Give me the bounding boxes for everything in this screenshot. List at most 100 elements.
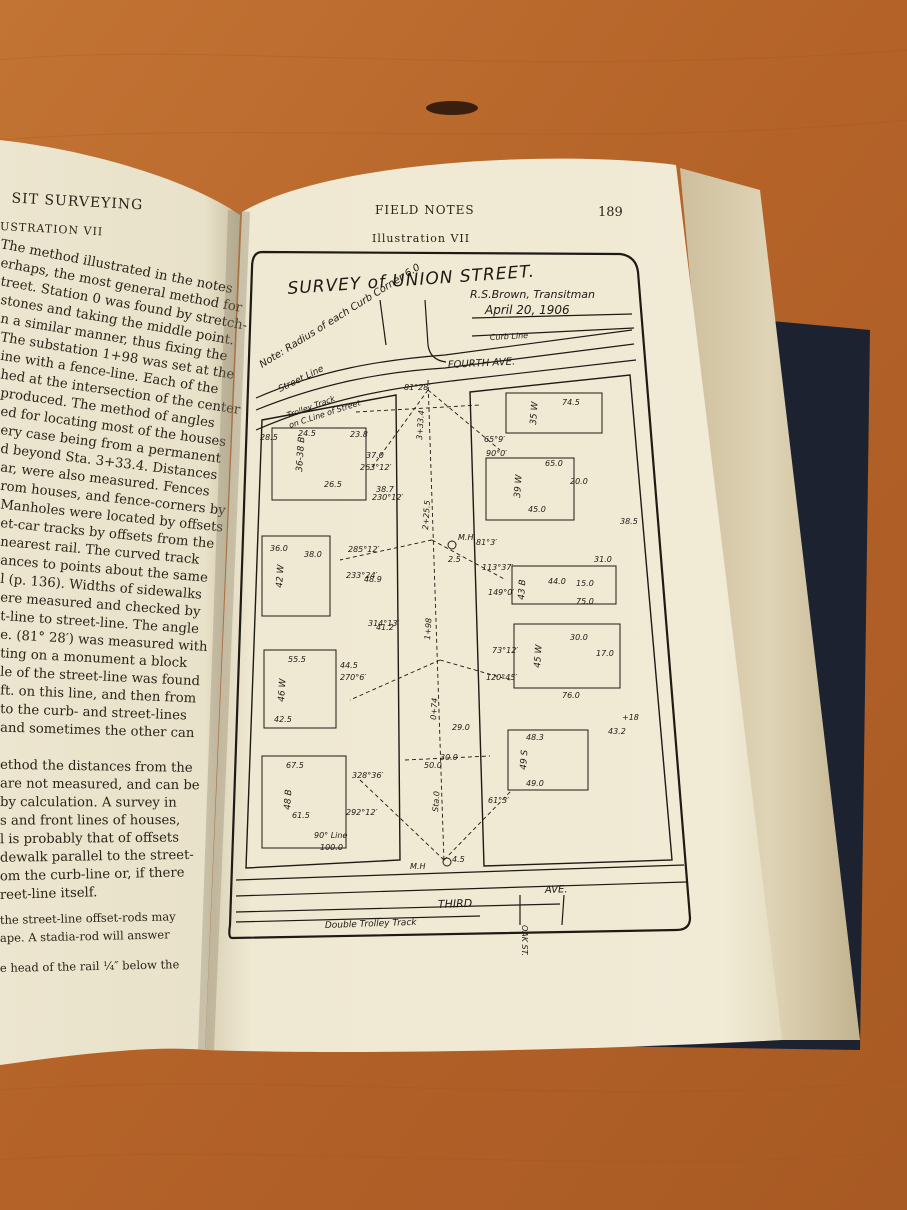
- plan-house-labels: 35 W39 W43 B45 W49 S42 W46 W48 B36-38 B: [275, 400, 545, 810]
- dimension-label: 50.0: [424, 761, 442, 770]
- dimension-label: 30.0: [440, 753, 458, 762]
- dimension-label: 30.0: [570, 633, 588, 642]
- street-label: FOURTH AVE.: [448, 356, 516, 371]
- angle-label: 113°37′: [482, 563, 513, 572]
- right-page: [205, 158, 782, 1052]
- house-label: 46 W: [277, 677, 289, 702]
- dimension-label: 75.0: [576, 597, 594, 606]
- angle-label: 90°0′: [486, 449, 507, 458]
- dimension-label: 43.2: [608, 727, 626, 736]
- house-label: 45 W: [533, 643, 545, 668]
- left-body-line: by calculation. A survey in: [0, 795, 177, 811]
- left-body-line: s and front lines of houses,: [0, 813, 180, 829]
- house-label: 39 W: [513, 473, 525, 498]
- plan-label: Sta.0: [431, 791, 441, 812]
- house-label: 49 S: [519, 749, 530, 770]
- dimension-label: 23.8: [350, 430, 368, 439]
- dimension-label: 76.0: [562, 691, 580, 700]
- dimension-label: 24.5: [298, 429, 316, 438]
- plan-dimension-labels: 74.5 65.0 20.0 45.0 44.0 75.0 31.0 15.0 17.0 30.0…: [260, 398, 626, 852]
- left-running-head: SIT SURVEYING: [11, 191, 144, 214]
- left-body-line: to the curb- and street-lines: [0, 702, 187, 724]
- angle-label: 65°9′: [484, 435, 505, 444]
- right-running-head: FIELD NOTES: [375, 203, 475, 217]
- left-section-head: USTRATION VII: [0, 220, 104, 238]
- dimension-label: 44.0: [548, 577, 566, 586]
- dimension-label: 17.0: [596, 649, 614, 658]
- plan-label: M.H: [458, 533, 473, 542]
- left-body-line: ethod the distances from the: [0, 758, 193, 776]
- dimension-label: 20.0: [570, 477, 588, 486]
- right-section-head: Illustration VII: [372, 232, 470, 245]
- dimension-label: 15.0: [576, 579, 594, 588]
- angle-label: 230°12′: [372, 493, 403, 502]
- dimension-label: 48.3: [526, 733, 544, 742]
- dimension-label: 61.5: [292, 811, 310, 820]
- angle-label: 149°0′: [488, 588, 514, 597]
- left-footnote-line: e head of the rail ¼″ below the: [0, 957, 180, 975]
- left-body-line: are not measured, and can be: [0, 776, 200, 793]
- plan-survey-lines: [339, 379, 513, 863]
- plan-label: 1+98: [423, 618, 434, 641]
- house-label: 42 W: [275, 563, 287, 588]
- dimension-label: 38.0: [304, 550, 322, 559]
- house-label: 35 W: [529, 400, 541, 425]
- plan-streets: [235, 299, 687, 926]
- dimension-label: 37.0: [366, 451, 384, 460]
- dimension-label: 41.2: [376, 623, 394, 632]
- dimension-label: 67.5: [286, 761, 304, 770]
- plan-surveyor: R.S.Brown, Transitman: [470, 288, 595, 301]
- angle-label: 314°13′: [368, 619, 399, 628]
- angle-label: 61°3′: [488, 796, 509, 805]
- left-body-line: om the curb-line or, if there: [0, 865, 185, 884]
- plan-label: 38.5: [620, 517, 638, 526]
- page-number: 189: [598, 205, 623, 220]
- plan-blocks: [245, 374, 673, 869]
- angle-label: 120°45′: [486, 673, 517, 682]
- street-label: OAK ST.: [520, 925, 529, 956]
- left-footnote-line: the street-line offset-rods may: [0, 909, 176, 927]
- plan-label: M.H: [410, 862, 425, 871]
- dimension-label: 29.0: [452, 723, 470, 732]
- angle-label: 81°28′: [404, 383, 430, 392]
- street-label: Curb Line: [490, 331, 529, 342]
- left-footnote-line: ape. A stadia-rod will answer: [0, 927, 170, 945]
- manhole-symbol: [447, 540, 457, 550]
- wood-knot: [426, 101, 478, 115]
- dimension-label: 49.0: [526, 779, 544, 788]
- plan-border: [228, 250, 692, 940]
- dimension-label: 65.0: [545, 459, 563, 468]
- street-label: Double Trolley Track: [325, 918, 418, 931]
- plan-label: 4.5: [452, 855, 465, 864]
- angle-label: 270°6′: [340, 673, 366, 682]
- dimension-label: 42.5: [274, 715, 292, 724]
- dimension-label: 26.5: [324, 480, 342, 489]
- house-label: 48 B: [283, 789, 294, 810]
- plan-label: +18: [622, 713, 639, 722]
- manhole-symbol: [442, 857, 452, 867]
- street-label: AVE.: [544, 884, 568, 896]
- dimension-label: 100.0: [320, 843, 343, 852]
- dimension-label: 31.0: [594, 555, 612, 564]
- left-page-text: SIT SURVEYING USTRATION VII: [0, 191, 144, 239]
- angle-label: 81°3′: [476, 538, 497, 547]
- plan-label: 90° Line: [314, 831, 347, 840]
- dimension-label: 45.0: [528, 505, 546, 514]
- plan-label: 2+25.5: [421, 500, 432, 530]
- dimension-label: 48.9: [364, 575, 382, 584]
- plan-houses: [261, 392, 621, 849]
- left-body-line: l is probably that of offsets: [0, 831, 179, 848]
- wood-grain: [0, 49, 907, 1163]
- dimension-label: 55.5: [288, 655, 306, 664]
- page-edge-stack: [680, 168, 860, 1040]
- angle-label: 233°24′: [346, 571, 377, 580]
- left-body-line: and sometimes the other can: [0, 721, 195, 742]
- angle-label: 292°12′: [346, 808, 377, 817]
- house-label: 36-38 B: [295, 436, 307, 472]
- plan-misc-labels: M.HM.H4.52.590° Line38.5+18Sta.01+980+74…: [314, 410, 639, 871]
- dimension-label: 74.5: [562, 398, 580, 407]
- plan-label: 3+33.4: [415, 410, 426, 440]
- dimension-label: 44.5: [340, 661, 358, 670]
- left-body-line: dewalk parallel to the street-: [0, 848, 194, 866]
- left-body-line: reet-line itself.: [0, 885, 98, 903]
